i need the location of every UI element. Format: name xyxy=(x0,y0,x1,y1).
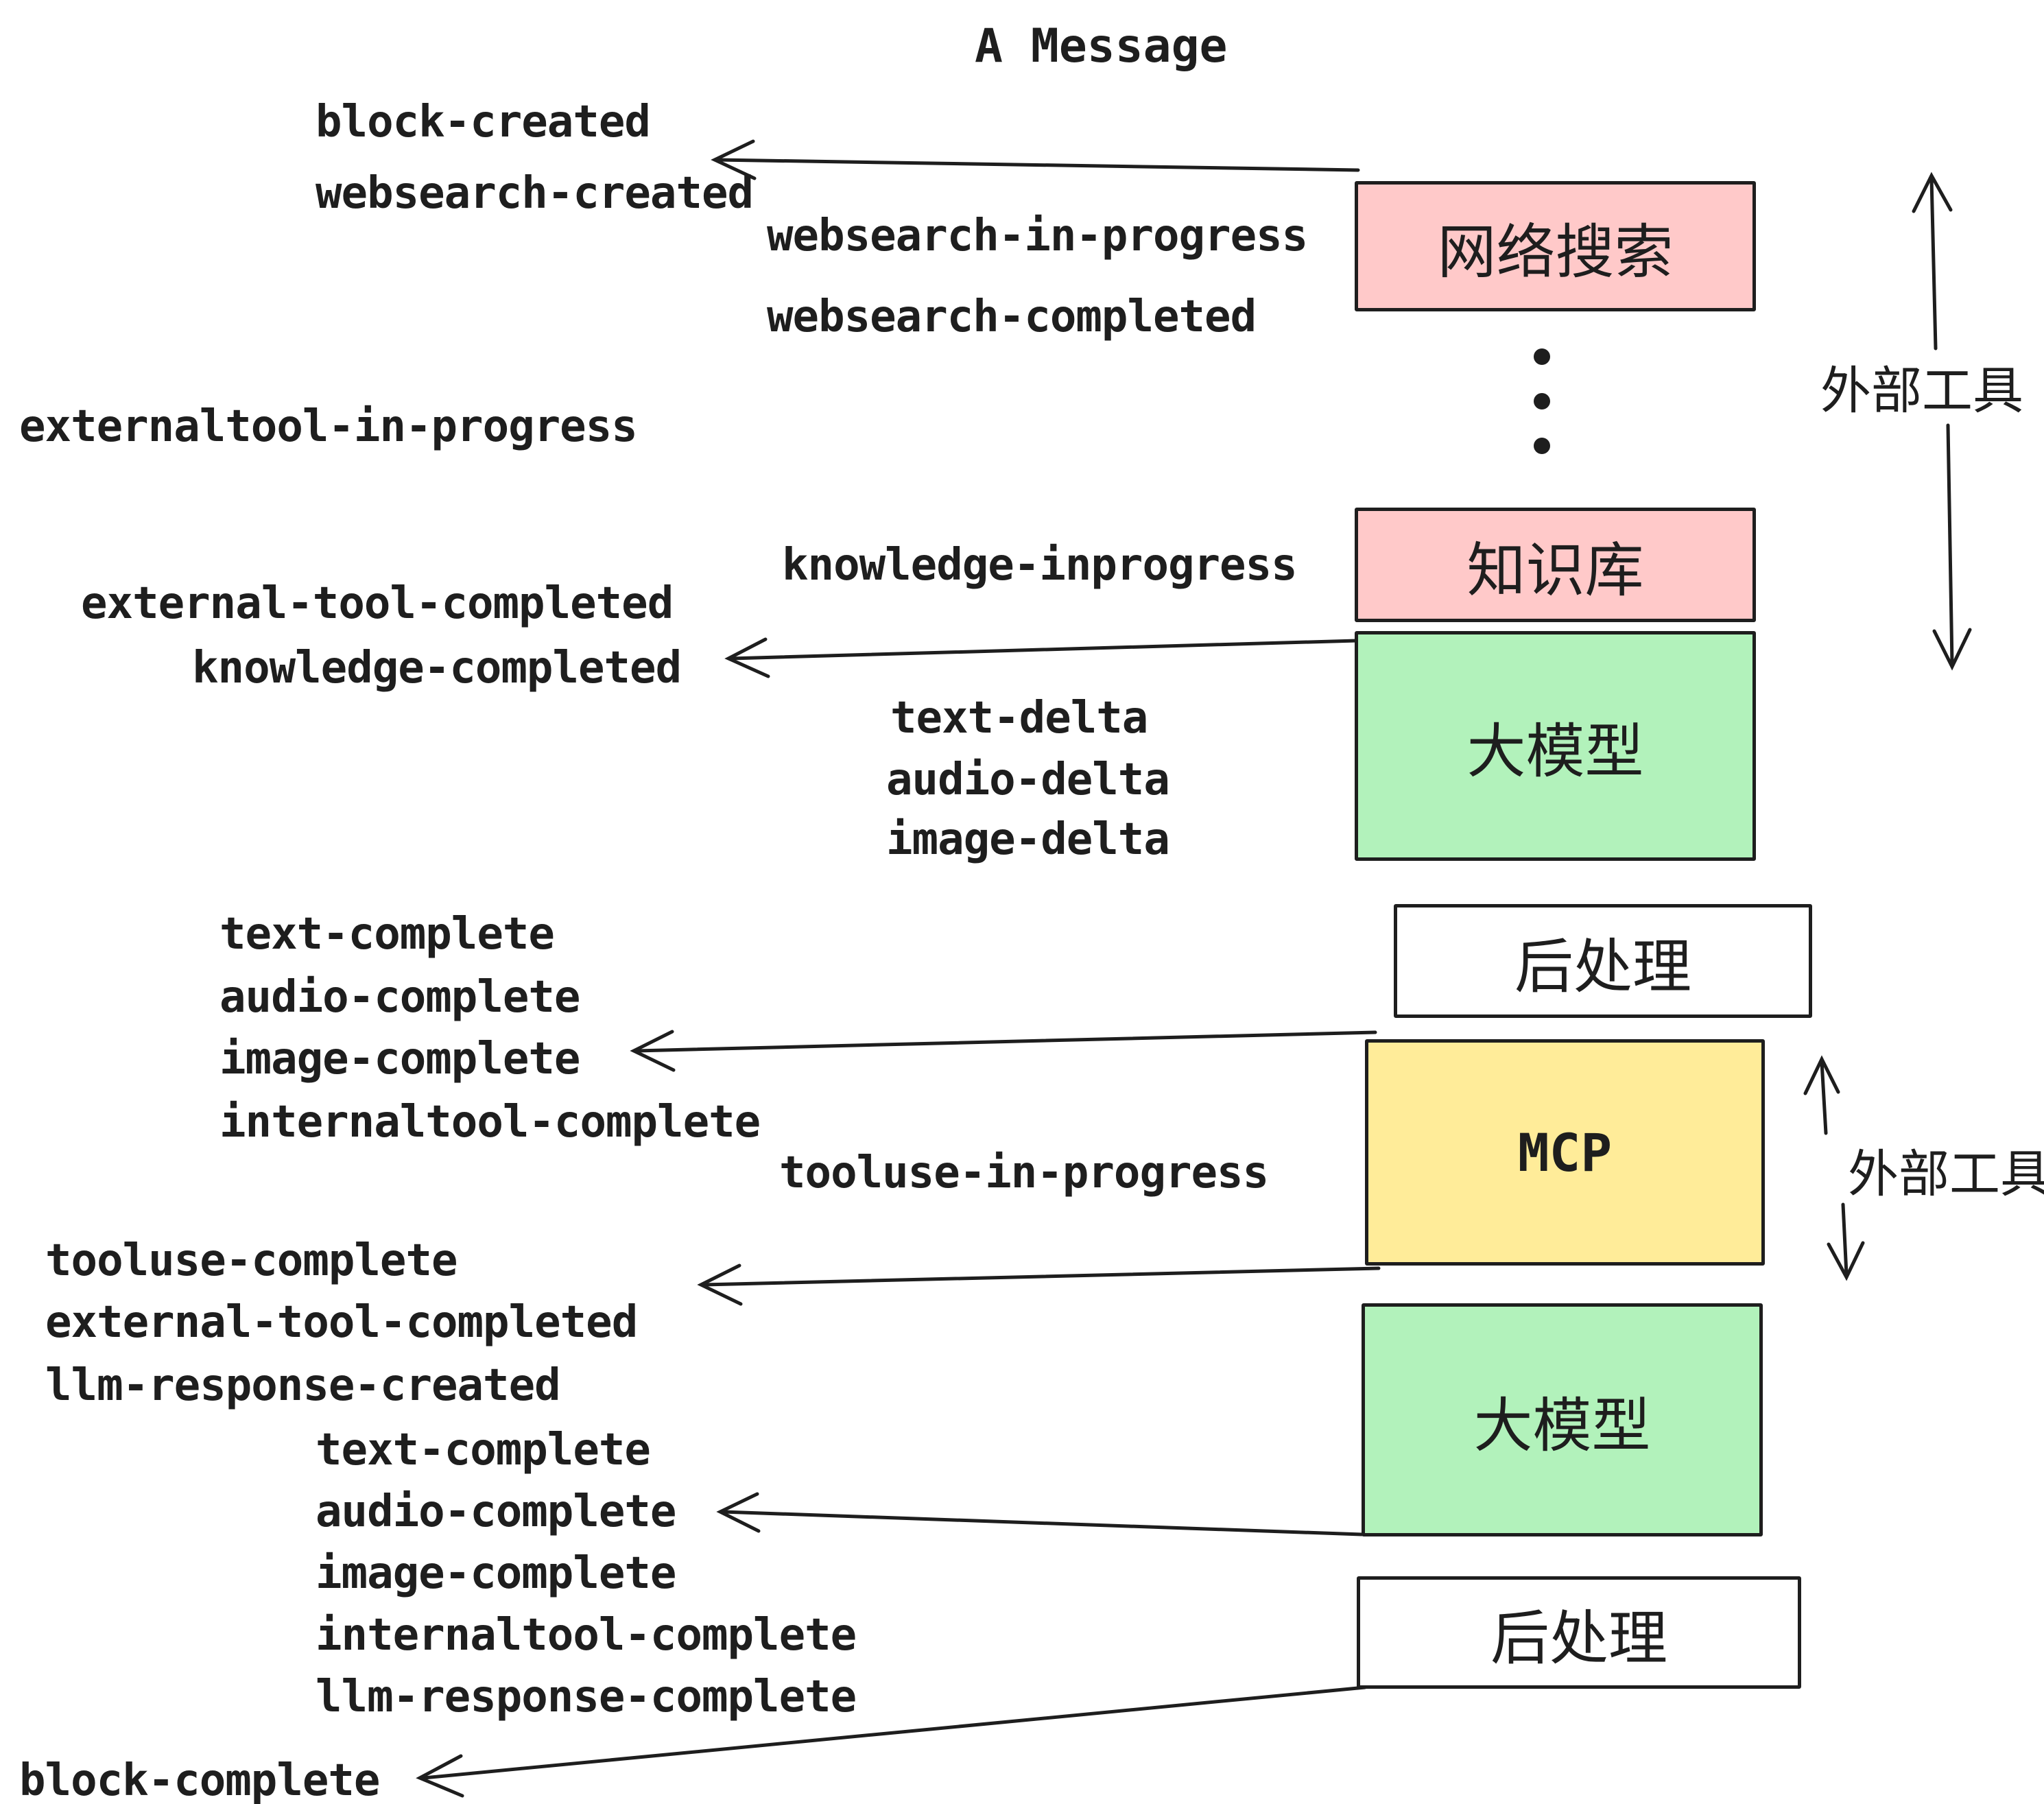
event-block-complete: block-complete xyxy=(19,1755,380,1804)
box-llm-2-label: 大模型 xyxy=(1473,1391,1651,1460)
external-tools-label: 外部工具 xyxy=(1820,361,2023,420)
arrow-block-complete-icon xyxy=(416,1685,1367,1798)
arrow-tooluse-complete-icon xyxy=(697,1263,1381,1306)
event-text-complete-2: text-complete xyxy=(316,1425,651,1475)
event-llm-response-complete: llm-response-complete xyxy=(316,1672,857,1722)
box-knowledge-base-label: 知识库 xyxy=(1466,536,1644,605)
event-external-tool-completed-2: external-tool-completed xyxy=(45,1297,638,1348)
external-tools-up-arrow-icon xyxy=(1912,171,1953,351)
event-externaltool-in-progress: externaltool-in-progress xyxy=(19,401,638,452)
event-block-created: block-created xyxy=(316,97,651,147)
mcp-external-tools-up-arrow-icon xyxy=(1803,1055,1840,1135)
event-knowledge-completed: knowledge-completed xyxy=(192,643,682,693)
event-audio-complete: audio-complete xyxy=(219,972,580,1023)
event-audio-delta: audio-delta xyxy=(886,755,1170,805)
box-websearch: 网络搜索 xyxy=(1355,181,1756,311)
box-postprocess-1: 后处理 xyxy=(1394,904,1812,1018)
arrow-block-created-icon xyxy=(711,139,1360,180)
event-external-tool-completed: external-tool-completed xyxy=(81,578,674,629)
event-image-complete: image-complete xyxy=(219,1034,580,1084)
event-websearch-completed: websearch-completed xyxy=(767,292,1257,342)
event-internaltool-complete: internaltool-complete xyxy=(219,1097,761,1148)
arrow-audio-complete-icon xyxy=(716,1492,1364,1536)
event-websearch-created: websearch-created xyxy=(316,168,754,219)
box-llm-1-label: 大模型 xyxy=(1466,717,1644,786)
event-text-delta: text-delta xyxy=(890,693,1148,744)
box-postprocess-2: 后处理 xyxy=(1357,1576,1801,1689)
box-postprocess-1-label: 后处理 xyxy=(1514,932,1691,1001)
event-tooluse-complete: tooluse-complete xyxy=(45,1235,457,1286)
event-tooluse-in-progress: tooluse-in-progress xyxy=(779,1148,1269,1198)
arrow-image-complete-icon xyxy=(630,1030,1377,1072)
event-websearch-in-progress: websearch-in-progress xyxy=(767,211,1308,261)
box-mcp: MCP xyxy=(1365,1039,1765,1266)
ellipsis-dots-icon xyxy=(1534,348,1550,454)
event-knowledge-inprogress: knowledge-inprogress xyxy=(782,540,1298,591)
arrow-knowledge-completed-icon xyxy=(724,637,1359,678)
mcp-external-tools-label: 外部工具 xyxy=(1848,1145,2044,1204)
mcp-external-tools-down-arrow-icon xyxy=(1827,1202,1865,1281)
box-llm-1: 大模型 xyxy=(1355,631,1756,861)
external-tools-down-arrow-icon xyxy=(1932,423,1972,671)
box-llm-2: 大模型 xyxy=(1362,1303,1763,1536)
event-internaltool-complete-2: internaltool-complete xyxy=(316,1610,857,1661)
event-image-delta: image-delta xyxy=(886,814,1170,865)
box-mcp-label: MCP xyxy=(1517,1121,1613,1183)
event-text-complete: text-complete xyxy=(219,909,555,960)
event-audio-complete-2: audio-complete xyxy=(316,1486,676,1537)
event-image-complete-2: image-complete xyxy=(316,1548,676,1599)
box-postprocess-2-label: 后处理 xyxy=(1490,1604,1667,1673)
box-knowledge-base: 知识库 xyxy=(1355,508,1756,622)
event-llm-response-created: llm-response-created xyxy=(45,1360,561,1411)
box-websearch-label: 网络搜索 xyxy=(1437,217,1674,287)
diagram-title: A Message xyxy=(975,19,1228,73)
